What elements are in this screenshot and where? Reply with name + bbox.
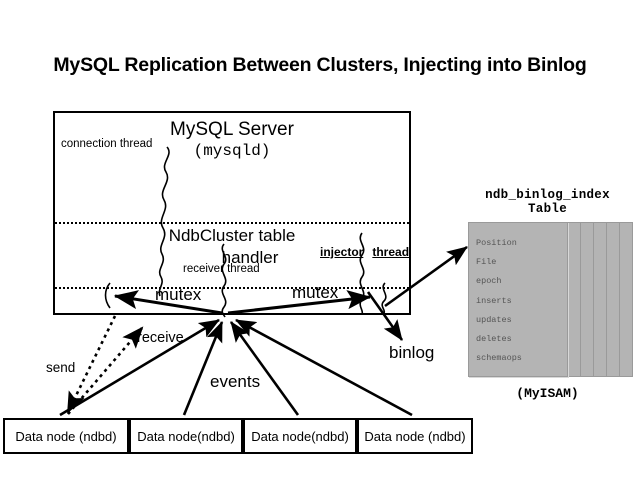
ndb-binlog-index-title-line2: Table <box>527 202 567 216</box>
page-title: MySQL Replication Between Clusters, Inje… <box>53 54 587 76</box>
ndbcluster-table-label: NdbCluster table <box>168 226 296 245</box>
ndb-binlog-index-title: ndb_binlog_index Table <box>455 188 640 216</box>
binlog-index-column: File <box>476 257 497 268</box>
binlog-index-column: inserts <box>476 295 512 306</box>
data-node-label: Data node (ndbd) <box>364 428 466 444</box>
mysql-server-box: MySQL Server (mysqld) NdbCluster table h… <box>53 111 411 315</box>
binlog-label: binlog <box>389 343 435 362</box>
injector-thread-word2: thread <box>372 245 410 259</box>
events-arrow-2 <box>229 321 300 416</box>
connection-thread-label: connection thread <box>61 138 153 150</box>
mutex-left-label: mutex <box>155 285 202 304</box>
mutex-right-label: mutex <box>292 283 339 302</box>
receive-label: receive <box>137 330 184 346</box>
events-label: events <box>210 372 261 391</box>
data-node-label: Data node(ndbd) <box>251 428 349 444</box>
divider-upper <box>55 222 409 224</box>
handler-label: handler <box>221 248 279 267</box>
events-arrow-1 <box>182 321 224 416</box>
injector-thread-word1: injector <box>320 245 364 259</box>
injector-thread-label: injector thread <box>320 245 409 259</box>
data-node-box[interactable]: Data node(ndbd) <box>129 418 243 454</box>
binlog-index-column: schemaops <box>476 353 522 364</box>
data-node-label: Data node (ndbd) <box>15 428 117 444</box>
binlog-index-column: deletes <box>476 333 512 344</box>
data-node-box[interactable]: Data node (ndbd) <box>357 418 473 454</box>
data-node-box[interactable]: Data node (ndbd) <box>3 418 129 454</box>
receiver-thread-label: receiver thread <box>183 263 260 275</box>
send-label: send <box>46 360 76 375</box>
binlog-index-column: epoch <box>476 276 502 287</box>
binlog-index-column: Position <box>476 238 517 248</box>
divider-lower <box>55 287 409 289</box>
mysql-server-title: MySQL Server <box>170 119 294 140</box>
events-arrow-3 <box>235 318 413 417</box>
myisam-engine-label: (MyISAM) <box>516 386 579 401</box>
data-node-box[interactable]: Data node(ndbd) <box>243 418 357 454</box>
receive-arrow <box>67 326 144 415</box>
ndb-binlog-index-title-line1: ndb_binlog_index <box>485 188 610 202</box>
data-node-label: Data node(ndbd) <box>137 428 235 444</box>
mysqld-subtitle: (mysqld) <box>193 142 271 160</box>
binlog-index-column: updates <box>476 314 512 325</box>
